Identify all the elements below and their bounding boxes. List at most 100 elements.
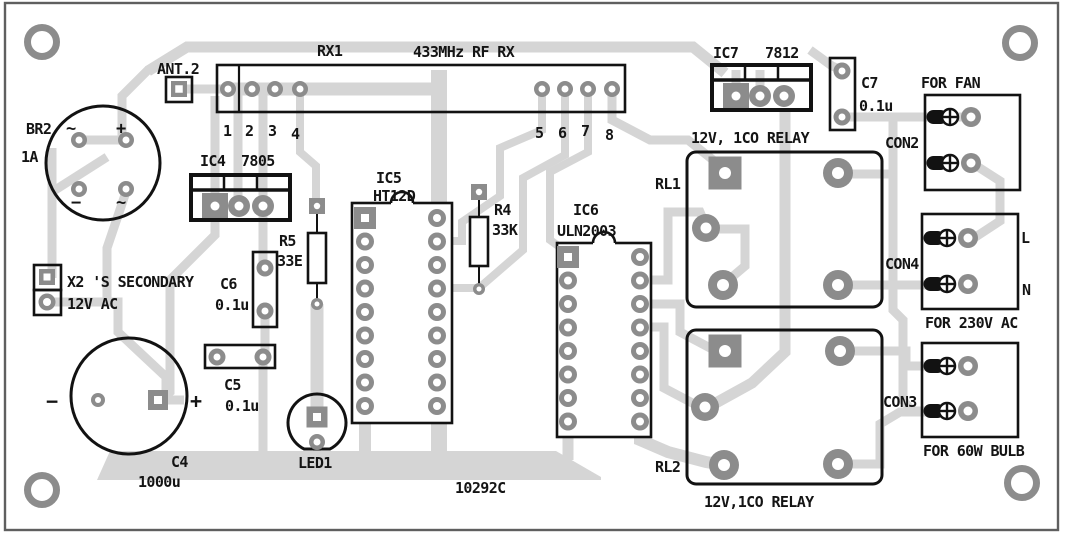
pad-hole: [755, 91, 765, 101]
label-c7: C7: [861, 74, 878, 92]
copper-trace: [296, 95, 320, 202]
rf-module-rx1: [215, 63, 627, 114]
label-uln2003: ULN2003: [557, 222, 617, 240]
pad-hole: [718, 459, 730, 471]
copper-trace: [102, 190, 131, 302]
pad-hole: [361, 261, 369, 269]
pad-hole: [361, 402, 369, 410]
capacitor-c5: [203, 343, 277, 370]
pad-hole: [538, 85, 546, 93]
ic5-ht12d: [350, 190, 454, 425]
component-outline: [306, 231, 328, 285]
antenna-pad-ant2: [164, 75, 194, 104]
pad-hole: [564, 323, 572, 332]
copper-trace: [640, 299, 715, 353]
pad-hole: [636, 347, 644, 355]
label-4: 4: [291, 125, 300, 143]
component-outline: [286, 392, 348, 451]
label-5: 5: [535, 124, 544, 142]
bridge-rectifier-br2: [44, 104, 162, 222]
label-: ~: [116, 193, 126, 213]
pad-hole: [122, 185, 130, 193]
label-33k: 33K: [492, 221, 518, 239]
label-br2: BR2: [26, 120, 51, 138]
pad-hole: [314, 301, 320, 307]
label-12v-ac: 12V AC: [67, 295, 118, 313]
component-outline: [251, 250, 279, 329]
mounting-hole: [24, 24, 60, 60]
pad-hole: [95, 397, 101, 403]
pad-hole: [361, 331, 369, 340]
label-: −: [46, 389, 58, 413]
label-: ~: [66, 119, 76, 139]
pad-hole: [608, 85, 616, 93]
pad-hole: [154, 396, 162, 404]
pad-hole: [564, 394, 572, 402]
pad-hole: [433, 378, 441, 387]
label-con4: CON4: [885, 255, 919, 273]
pad-hole: [564, 347, 572, 355]
pad-hole: [832, 167, 844, 179]
pad-hole: [433, 261, 441, 269]
copper-trace: [437, 95, 569, 292]
pad-hole: [433, 402, 441, 410]
component-outline: [468, 215, 490, 268]
label-3: 3: [268, 122, 277, 140]
component-outline: [203, 343, 277, 370]
label-c6: C6: [220, 275, 237, 293]
label-ic6: IC6: [573, 201, 599, 219]
relay-rl1: [685, 150, 884, 309]
component-outline: [32, 288, 63, 317]
label-rl1: RL1: [655, 175, 681, 193]
pad-hole: [717, 279, 729, 291]
pad-hole: [636, 370, 644, 379]
pad-hole: [699, 401, 711, 413]
pad-hole: [963, 233, 973, 243]
component-outline: [710, 63, 813, 112]
label-x2-s-secondary: X2 'S SECONDARY: [67, 273, 194, 291]
label-for-fan: FOR FAN: [921, 74, 981, 92]
connector-con2: [923, 93, 1022, 192]
component-outline: [920, 341, 1020, 439]
pad-hole: [564, 276, 572, 285]
label-1: 1: [223, 122, 232, 140]
mounting-hole: [24, 472, 60, 508]
pad-hole: [248, 85, 256, 93]
pad-hole: [296, 85, 304, 93]
pad-hole: [719, 345, 731, 357]
pad-hole: [234, 201, 244, 211]
pin1-notch: [389, 190, 415, 204]
copper-trace: [969, 159, 1005, 242]
pad-hole: [963, 361, 973, 371]
capacitor-c6: [251, 250, 279, 329]
component-outline: [215, 63, 627, 114]
label-led1: LED1: [298, 454, 332, 472]
pin1-notch: [591, 230, 617, 244]
pad-hole: [224, 85, 232, 93]
label-12v-1co-relay: 12V,1CO RELAY: [704, 493, 814, 511]
pad-hole: [564, 253, 572, 261]
board-outline: [3, 1, 1060, 532]
pad-hole: [313, 438, 321, 446]
copper-trace: [888, 176, 946, 416]
copper-trace: [437, 95, 546, 245]
label-rx1: RX1: [317, 42, 343, 60]
component-outline: [685, 150, 884, 309]
pad-hole: [361, 378, 369, 387]
copper-trace: [706, 224, 750, 287]
regulator-ic7: [710, 63, 813, 112]
component-outline: [828, 56, 857, 132]
label-33e: 33E: [277, 252, 303, 270]
pad-hole: [636, 253, 644, 261]
label-c4: C4: [171, 453, 188, 471]
label-for-60w-bulb: FOR 60W BULB: [923, 442, 1025, 460]
label-rl2: RL2: [655, 458, 680, 476]
pad-hole: [838, 67, 846, 75]
pad-hole: [433, 331, 441, 340]
label-for-230v-ac: FOR 230V AC: [925, 314, 1018, 332]
label-1000u: 1000u: [138, 473, 180, 491]
pad-hole: [834, 345, 846, 357]
pad-hole: [361, 284, 369, 293]
pad-hole: [561, 85, 569, 93]
